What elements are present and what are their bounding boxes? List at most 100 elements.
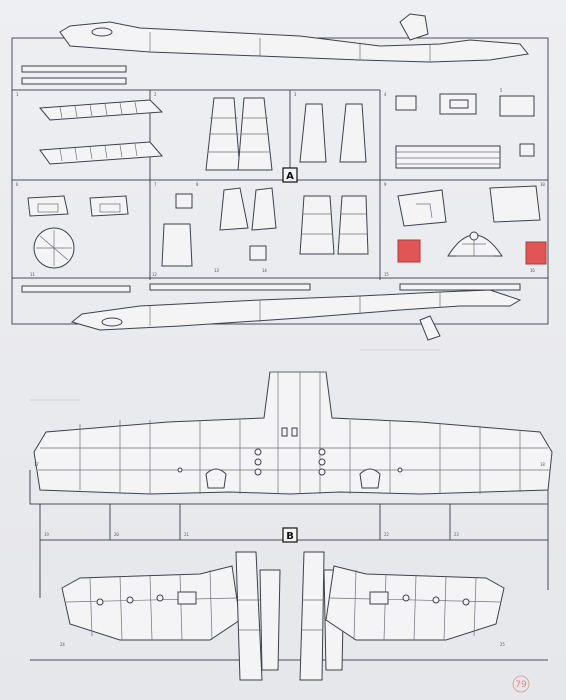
gear-bay-detail xyxy=(369,591,389,605)
wing-hole xyxy=(254,448,262,456)
part-number: 15 xyxy=(384,272,389,277)
strip-part xyxy=(21,77,127,85)
small-part xyxy=(519,143,535,157)
panel-line xyxy=(65,569,237,641)
small-part xyxy=(395,95,417,111)
part-number: 2 xyxy=(154,92,157,97)
wing-hole xyxy=(177,467,183,473)
nacelle-part xyxy=(235,551,263,681)
wing-slot xyxy=(291,427,298,437)
part-number: 1 xyxy=(16,92,19,97)
frame-part xyxy=(251,187,277,231)
part-number: 18 xyxy=(540,462,545,467)
wing-piece-part xyxy=(337,195,369,255)
flap-hatching xyxy=(59,143,138,162)
sprue-b-runner xyxy=(109,504,451,540)
nacelle-detail xyxy=(205,468,227,489)
part-number: 23 xyxy=(454,532,459,537)
small-part xyxy=(449,99,469,109)
part-number: 7 xyxy=(154,182,157,187)
sprue-b-runner xyxy=(39,504,549,598)
part-number: 17 xyxy=(34,462,39,467)
sprue-b-badge xyxy=(282,527,298,543)
small-part xyxy=(499,95,535,117)
strip-part xyxy=(399,283,521,291)
flap-part xyxy=(39,141,164,165)
part-number: 12 xyxy=(152,272,157,277)
part-number: 9 xyxy=(384,182,387,187)
panel-line xyxy=(238,599,324,631)
flap-part xyxy=(38,99,164,121)
frame-part xyxy=(161,223,193,267)
wing-hole xyxy=(318,448,326,456)
part-number: 5 xyxy=(500,88,503,93)
rudder-part xyxy=(339,103,367,163)
flap-hatching xyxy=(59,101,138,119)
fuselage-half-upper xyxy=(59,21,529,63)
highlighted-part xyxy=(397,239,421,263)
panel-line xyxy=(149,292,441,326)
panel-line xyxy=(301,213,333,235)
wing-slot xyxy=(281,427,288,437)
wing-hole xyxy=(397,467,403,473)
sprue-a-badge xyxy=(282,167,298,183)
sprue-a-label: A xyxy=(286,171,294,182)
panel-line xyxy=(208,117,239,153)
fuselage-half-lower xyxy=(70,289,522,331)
part-number: 6 xyxy=(16,182,19,187)
wing-hole xyxy=(96,598,104,606)
part-number: 16 xyxy=(530,268,535,273)
wing-hole xyxy=(462,598,470,606)
wing-piece-part xyxy=(299,195,335,255)
wing-hole xyxy=(432,596,440,604)
fuselage-tail-fin xyxy=(399,13,429,41)
hub-detail xyxy=(469,231,479,241)
bay-part xyxy=(397,189,447,227)
panel-line xyxy=(339,213,367,235)
part-number: 13 xyxy=(214,268,219,273)
nacelle-part xyxy=(299,551,325,681)
seat-part xyxy=(89,195,129,217)
strip-part xyxy=(21,285,131,293)
wing-hole xyxy=(156,594,164,602)
wing-hole xyxy=(126,596,134,604)
strip-part xyxy=(21,65,127,73)
bulkhead-detail xyxy=(36,230,72,266)
seat-detail xyxy=(99,203,121,213)
part-number: 21 xyxy=(184,532,189,537)
strip-part xyxy=(149,283,311,291)
wing-hole xyxy=(254,458,262,466)
panel-part xyxy=(395,145,501,169)
gear-bay-detail xyxy=(177,591,197,605)
part-number: 3 xyxy=(294,92,297,97)
panel-line xyxy=(149,32,431,62)
bay-part xyxy=(489,185,541,223)
seat-detail xyxy=(37,203,59,213)
sprue-a: A 1 xyxy=(11,13,549,341)
part-number: 4 xyxy=(384,92,387,97)
part-number: 20 xyxy=(114,532,119,537)
rudder-part xyxy=(299,103,327,163)
small-part xyxy=(175,193,193,209)
wing-hole xyxy=(402,594,410,602)
small-part xyxy=(249,245,267,261)
panel-line xyxy=(240,117,270,153)
part-number: 8 xyxy=(196,182,199,187)
page-number: 79 xyxy=(515,680,527,690)
part-number: 24 xyxy=(60,642,65,647)
panel-line xyxy=(38,447,550,471)
part-number-tags: 1 2 3 4 5 6 7 8 9 10 11 12 13 14 15 16 xyxy=(16,88,545,277)
part-number: 14 xyxy=(262,268,267,273)
wing-hole xyxy=(318,458,326,466)
nacelle-detail xyxy=(359,468,381,489)
part-number: 11 xyxy=(30,272,35,277)
wing-hole xyxy=(254,468,262,476)
nacelle-part xyxy=(259,569,281,671)
seat-part xyxy=(27,195,69,217)
wing-hole xyxy=(318,468,326,476)
part-number: 10 xyxy=(540,182,545,187)
highlighted-part xyxy=(525,241,547,265)
part-number: 22 xyxy=(384,532,389,537)
